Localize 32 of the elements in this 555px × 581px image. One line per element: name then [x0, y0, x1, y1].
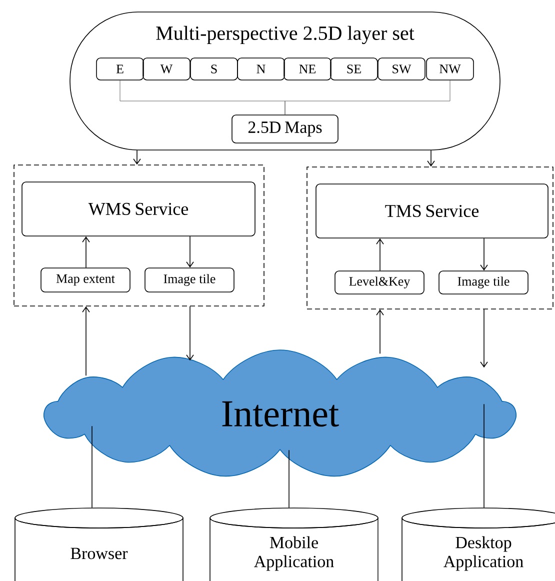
node-label: Desktop Application [444, 536, 524, 571]
label-box: NE [284, 58, 332, 80]
label-box: TMS Service [316, 184, 548, 238]
dashed-group-box [14, 164, 264, 306]
label-box: SE [330, 58, 378, 80]
arrow [82, 236, 90, 268]
arrow [427, 150, 435, 167]
label-box: E [96, 58, 144, 80]
arrow [133, 150, 141, 165]
arrow [376, 238, 384, 271]
label-box: Image tile [438, 270, 528, 294]
label-box: NW [426, 58, 474, 80]
label-box: N [237, 58, 285, 80]
connector-line [288, 450, 290, 508]
arrow [82, 306, 90, 376]
label-box: Map extent [40, 268, 130, 292]
node-label: Browser [70, 548, 128, 560]
arrow [376, 309, 384, 354]
arrow [186, 236, 194, 268]
arrow [480, 309, 488, 368]
label-box: W [142, 58, 190, 80]
arrow [186, 306, 194, 361]
node-label: Mobile Application [254, 536, 334, 571]
bracket-connector [120, 80, 450, 115]
label-box: Level&Key [334, 270, 424, 294]
label-box: S [190, 58, 238, 80]
label-box: 2.5D Maps [232, 114, 338, 144]
label-box: Image tile [144, 268, 234, 292]
label-box: WMS Service [22, 182, 256, 236]
label-box: SW [378, 58, 426, 80]
arrow [480, 238, 488, 271]
dashed-group-box [306, 166, 554, 310]
